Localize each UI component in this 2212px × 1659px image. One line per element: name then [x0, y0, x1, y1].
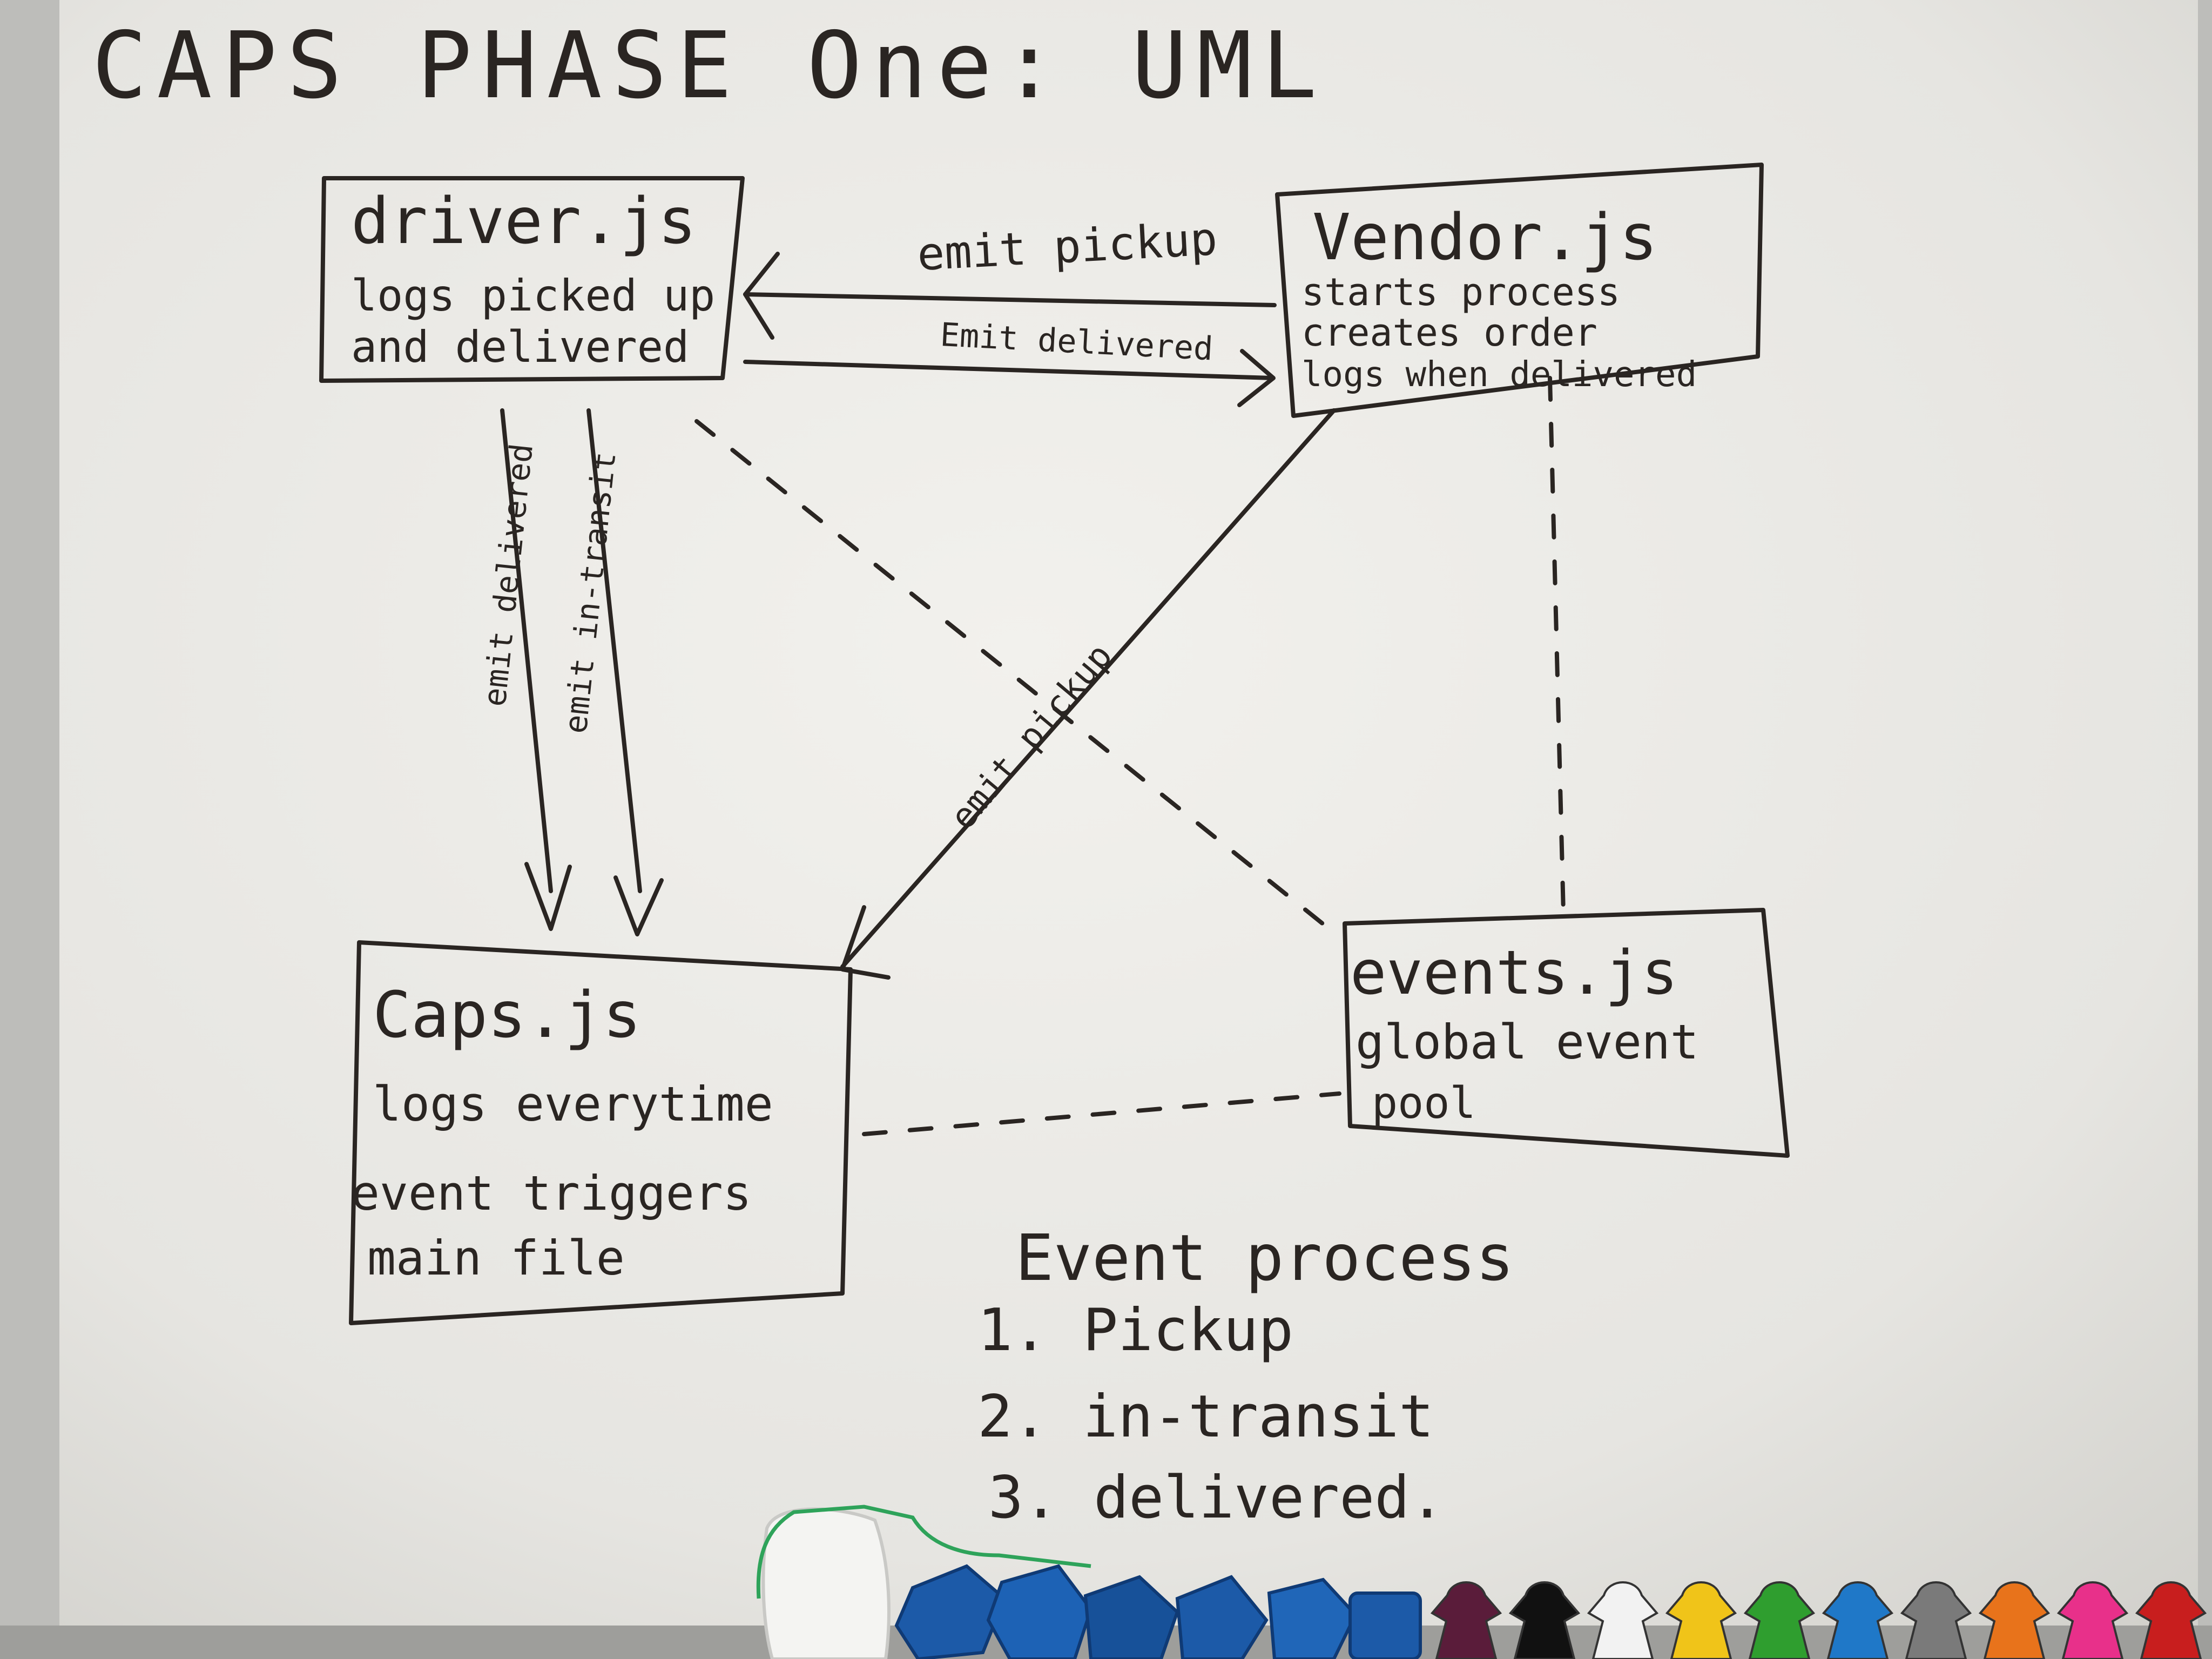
- driver-node-box: [319, 176, 745, 383]
- vendor-node-box: [1275, 163, 1764, 418]
- dashed-link-caps-events: [862, 1091, 1341, 1136]
- arrowhead-caps-delivered: [524, 862, 572, 931]
- meeple-row: [1430, 1581, 2207, 1659]
- d10-die: [894, 1564, 1007, 1659]
- meeple-piece: [2135, 1581, 2207, 1659]
- driver-node-line-2: and delivered: [351, 322, 689, 372]
- meeple-piece: [1978, 1581, 2051, 1659]
- d6-die: [1348, 1591, 1422, 1659]
- vendor-node-title: Vendor.js: [1312, 200, 1657, 274]
- d8-die: [1267, 1577, 1358, 1659]
- meeple-piece: [2056, 1581, 2129, 1659]
- caps-node-line-1: logs everytime: [373, 1076, 773, 1132]
- meeple-piece: [1665, 1581, 1737, 1659]
- dashed-link-driver-events: [694, 419, 1341, 939]
- emit-delivered-arrow-to-vendor: [743, 360, 1274, 380]
- arrowhead-driver: [743, 252, 780, 340]
- caps-node-box: [349, 940, 853, 1325]
- arrowhead-vendor: [1237, 349, 1276, 407]
- driver-node-title: driver.js: [351, 184, 696, 258]
- arrowhead-caps-transit: [613, 875, 664, 936]
- meeple-piece: [1900, 1581, 1972, 1659]
- meeple-piece: [1587, 1581, 1659, 1659]
- d20-die: [1083, 1575, 1179, 1659]
- event-process-heading: Event process: [1015, 1220, 1514, 1295]
- dice-group: [894, 1564, 1422, 1659]
- events-node-box: [1343, 908, 1790, 1158]
- d12-die: [986, 1564, 1093, 1659]
- green-marker-scribble: [756, 1505, 1091, 1599]
- vendor-node-line-3: logs when delivered: [1301, 355, 1697, 395]
- whiteboard-eraser: [761, 1507, 891, 1659]
- diagram-title: CAPS PHASE One: UML: [92, 12, 1327, 119]
- event-process-step-1: 1. Pickup: [977, 1297, 1293, 1364]
- events-node-line-2: pool: [1372, 1078, 1476, 1128]
- event-process-step-2: 2. in-transit: [977, 1383, 1434, 1451]
- meeple-piece: [1508, 1581, 1581, 1659]
- arrowhead-caps-pickup: [840, 905, 891, 980]
- meeple-piece: [1743, 1581, 1816, 1659]
- caps-node-title: Caps.js: [373, 977, 641, 1052]
- emit-pickup-arrow-to-caps: [840, 408, 1336, 969]
- caps-node-line-3: main file: [367, 1230, 625, 1286]
- emit-in-transit-arrow-to-caps: [586, 408, 642, 893]
- d4-die: [1175, 1575, 1269, 1659]
- vendor-node-line-1: starts process: [1301, 270, 1620, 314]
- board-surface: [59, 0, 2198, 1626]
- events-node-title: events.js: [1350, 938, 1678, 1008]
- events-node-line-1: global event: [1355, 1014, 1699, 1070]
- meeple-piece: [1430, 1581, 1502, 1659]
- emit-pickup-arrow-to-driver: [743, 292, 1277, 307]
- caps-node-line-2: event triggers: [351, 1165, 752, 1221]
- vendor-node-line-2: creates order: [1301, 311, 1597, 355]
- emit-delivered-arrow-to-caps: [500, 408, 553, 893]
- meeple-piece: [1822, 1581, 1894, 1659]
- event-process-step-3: 3. delivered.: [988, 1464, 1445, 1532]
- driver-node-line-1: logs picked up: [351, 271, 715, 321]
